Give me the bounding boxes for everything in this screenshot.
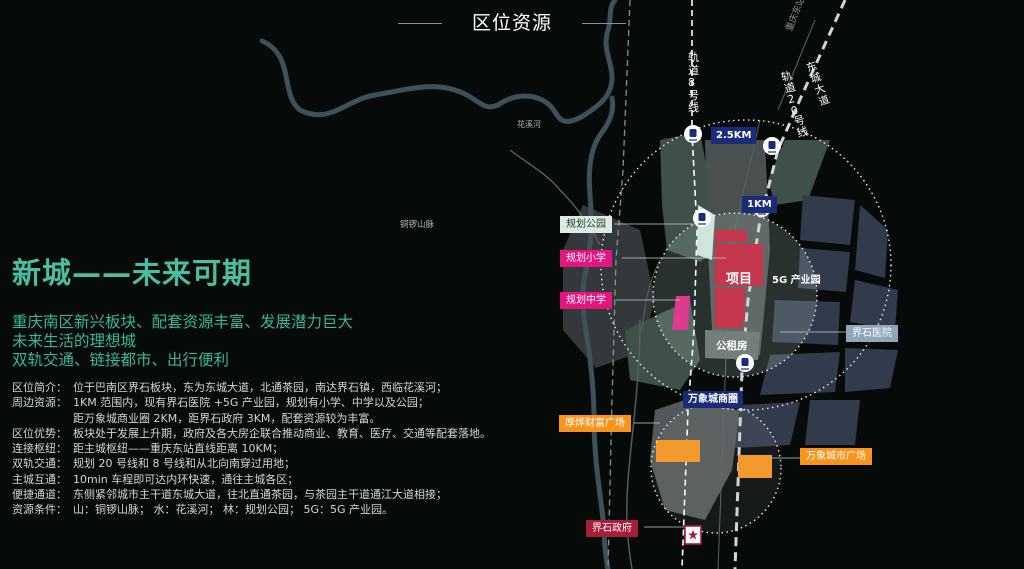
river-label: 花溪河: [517, 120, 541, 129]
planned-middle-school-area: [672, 296, 690, 330]
info-key: 资源条件：: [12, 503, 67, 517]
industrial-block: [850, 280, 898, 330]
planned-park-tag: 规划公园: [560, 216, 612, 233]
wanxiang-mall-label: 万象城商圈: [683, 391, 743, 408]
page-title: 区位资源: [471, 12, 552, 34]
wanxiang-plaza-area: [738, 455, 772, 478]
headline: 新城——未来可期: [12, 256, 253, 290]
info-value: 距主城枢纽——重庆东站直线距离 10KM；: [73, 442, 284, 456]
wanxiang-plaza-tag: 万象城市广场: [800, 448, 872, 465]
page-header: 区位资源: [0, 8, 1024, 35]
jieshi-hospital-tag: 界石医院: [846, 325, 898, 342]
road-south: [641, 259, 661, 331]
mall-circle: [650, 402, 782, 534]
subline-3: 双轨交通、链接都市、出行便利: [12, 351, 230, 369]
info-value: 位于巴南区界石板块，东为东城大道，北通茶园，南达界石镇，西临花溪河；: [73, 381, 447, 394]
industrial-block: [798, 248, 850, 292]
subline-1: 重庆南区新兴板块、配套资源丰富、发展潜力巨大: [12, 313, 354, 331]
info-key: 连接枢纽：: [12, 442, 67, 456]
industrial-block: [800, 195, 855, 245]
info-value: 规划 20 号线和 8 号线和从北向南穿过用地；: [73, 457, 295, 471]
info-row: 主城互通： 10min 车程即可达内环快速，通往主城各区；: [12, 472, 502, 487]
header-rule-left: [397, 23, 442, 24]
project-block: [715, 230, 747, 242]
metro-station-north-west: [684, 125, 702, 143]
project-block: [715, 320, 743, 328]
metro-line-8-label: 轨道8号线: [688, 51, 699, 114]
project-label: 项目: [726, 272, 753, 287]
subline-2: 未来生活的理想城: [12, 332, 137, 350]
header-rule-right: [582, 23, 626, 24]
rental-housing-area: [705, 330, 760, 360]
industrial-block: [772, 300, 840, 345]
info-value: 10min 车程即可达内环快速，通往主城各区；: [73, 472, 299, 486]
road-southwest: [626, 319, 641, 569]
project-blocks: [715, 230, 763, 328]
info-list: 区位简介：位于巴南区界石板块，东为东城大道，北通茶园，南达界石镇，西临花溪河； …: [12, 380, 502, 518]
metro-station-south: [736, 354, 754, 372]
info-row: 周边资源： 1KM 范围内，现有界石医院 +5G 产业园，规划有小学、中学以及公园…: [12, 395, 502, 410]
government-marker: [684, 525, 702, 545]
jieshi-government-tag: 界石政府: [586, 520, 638, 537]
metro-station-inner-west: [693, 209, 711, 227]
industrial-park-label: 5G 产业园: [772, 275, 821, 286]
info-row: 双轨交通： 规划 20 号线和 8 号线和从北向南穿过用地；: [12, 456, 502, 471]
metro-line-20-track: [607, 0, 631, 569]
info-key: 周边资源：: [12, 396, 67, 410]
project-block: [715, 244, 763, 286]
info-row: 区位简介： 位于巴南区界石板块，东为东城大道，北通茶园，南达界石镇，西临花溪河；: [12, 380, 502, 395]
green-district-east: [768, 140, 830, 205]
info-key: 双轨交通：: [12, 457, 67, 471]
info-row: 连接枢纽： 距主城枢纽——重庆东站直线距离 10KM；: [12, 441, 502, 456]
industrial-block: [805, 400, 860, 445]
industrial-block: [845, 348, 898, 392]
info-row: 便捷通道： 东侧紧邻城市主干道东城大道，往北直通茶园，与茶园主干道通江大道相接；: [12, 487, 502, 502]
project-block: [715, 288, 745, 320]
industrial-block: [735, 402, 800, 448]
houying-plaza-area: [656, 440, 700, 462]
rental-housing-label: 公租房: [716, 340, 748, 352]
info-key: 便捷通道：: [12, 488, 67, 502]
radius-inner-label: 1KM: [742, 196, 777, 213]
metro-station-north-east: [763, 137, 781, 155]
info-row: 资源条件： 山：铜锣山脉； 水：花溪河； 林：规划公园； 5G：5G 产业园。: [12, 502, 502, 517]
info-value: 东侧紧邻城市主干道东城大道，往北直通茶园，与茶园主干道通江大道相接；: [73, 488, 447, 502]
info-key: [12, 411, 73, 426]
info-value: 山：铜锣山脉； 水：花溪河； 林：规划公园； 5G：5G 产业园。: [73, 503, 394, 517]
info-key: 主城互通：: [12, 472, 67, 486]
info-key: 区位简介：: [12, 381, 67, 394]
planned-middle-school-tag: 规划中学: [560, 292, 612, 309]
industrial-blocks: [735, 195, 898, 448]
mountain-label: 铜锣山脉: [400, 220, 435, 230]
leader-lines: [614, 223, 846, 528]
radius-circle-inner: [652, 212, 818, 378]
info-row: 距万象城商业圈 2KM，距界石政府 3KM，配套资源较为丰富。: [12, 411, 502, 426]
radius-outer-label: 2.5KM: [711, 127, 757, 144]
metro-line-8-track: [681, 0, 698, 569]
river: [259, 0, 618, 569]
houying-plaza-tag: 厚烨财富广场: [559, 415, 631, 432]
info-key: 区位优势：: [12, 426, 67, 440]
info-row: 区位优势： 板块处于发展上升期，政府及各大房企联合推动商业、教育、医疗、交通等配套…: [12, 426, 502, 441]
industrial-block: [855, 205, 888, 278]
info-value: 距万象城商业圈 2KM，距界石政府 3KM，配套资源较为丰富。: [73, 411, 381, 425]
info-value: 1KM 范围内，现有界石医院 +5G 产业园，规划有小学、中学以及公园；: [73, 396, 429, 410]
info-value: 板块处于发展上升期，政府及各大房企联合推动商业、教育、医疗、交通等配套落地。: [73, 426, 491, 440]
planned-primary-school-tag: 规划小学: [560, 250, 612, 267]
